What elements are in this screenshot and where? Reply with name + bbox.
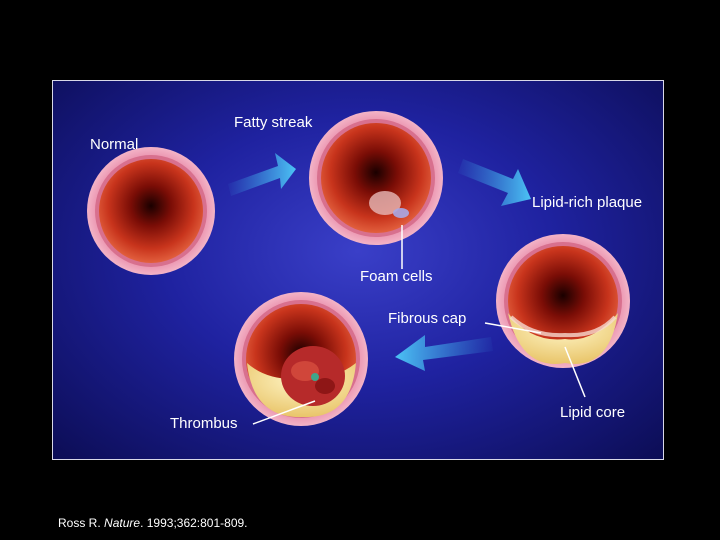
label-fatty-streak: Fatty streak: [234, 114, 313, 131]
arrow-plaque-to-thrombus: [395, 335, 493, 371]
leader-thrombus: [252, 400, 316, 425]
leader-fibrous-cap: [484, 322, 542, 334]
label-thrombus: Thrombus: [170, 415, 238, 432]
citation-details: 1993;362:801-809.: [146, 516, 248, 530]
vessel-normal: [87, 147, 215, 275]
arrow-normal-to-fatty: [228, 153, 296, 196]
label-lipid-core: Lipid core: [560, 404, 626, 421]
diagram-panel: [52, 80, 664, 460]
fibrous-cap-region: [509, 315, 617, 338]
vessel-fatty-streak: [309, 111, 443, 245]
arrow-fatty-to-plaque: [458, 159, 531, 206]
lipid-core-region: [508, 313, 618, 364]
vessel-lipid-rich-plaque: [496, 234, 630, 368]
label-lipid-rich-plaque: Lipid-rich plaque: [532, 194, 643, 211]
vessel-thrombus: [234, 292, 368, 426]
label-normal: Normal: [90, 136, 139, 153]
label-foam-cells: Foam cells: [360, 268, 433, 285]
atherosclerosis-illustration: [87, 111, 630, 426]
citation: Ross R. Nature. 1993;362:801-809.: [58, 516, 248, 530]
label-fibrous-cap: Fibrous cap: [388, 310, 467, 327]
citation-author: Ross R.: [58, 516, 101, 530]
citation-journal: Nature: [104, 516, 141, 530]
foam-cell-cluster: [369, 191, 401, 215]
leader-lipid-core: [564, 346, 586, 398]
